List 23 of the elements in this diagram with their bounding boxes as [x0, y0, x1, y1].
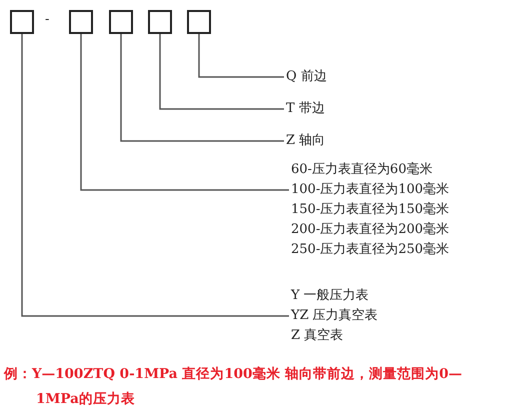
leader-line: [198, 34, 284, 78]
code-box: [109, 10, 133, 34]
option-text: 150-压力表直径为150毫米: [291, 201, 450, 219]
leader-line: [80, 34, 289, 191]
option-text: 200-压力表直径为200毫米: [291, 221, 450, 239]
option-text: Z 轴向: [286, 132, 326, 150]
leader-line: [120, 34, 284, 142]
code-box: [187, 10, 211, 34]
code-box: [10, 10, 34, 34]
leader-line: [21, 34, 289, 317]
option-text: Q 前边: [286, 68, 328, 86]
option-text: T 带边: [286, 100, 326, 118]
code-box: [148, 10, 172, 34]
leader-line: [159, 34, 284, 110]
code-box: [69, 10, 93, 34]
option-text: Y 一般压力表: [291, 287, 370, 305]
option-text: 250-压力表直径为250毫米: [291, 241, 450, 259]
option-text: YZ 压力真空表: [291, 307, 379, 325]
option-text: 60-压力表直径为60毫米: [291, 161, 434, 179]
option-text: Z 真空表: [291, 327, 344, 345]
example-note: 例：Y—100ZTQ 0-1MPa 直径为100毫米 轴向带前边，测量范围为0—1MPa的压力表: [4, 365, 464, 409]
separator-text: -: [45, 12, 50, 27]
option-text: 100-压力表直径为100毫米: [291, 181, 450, 199]
